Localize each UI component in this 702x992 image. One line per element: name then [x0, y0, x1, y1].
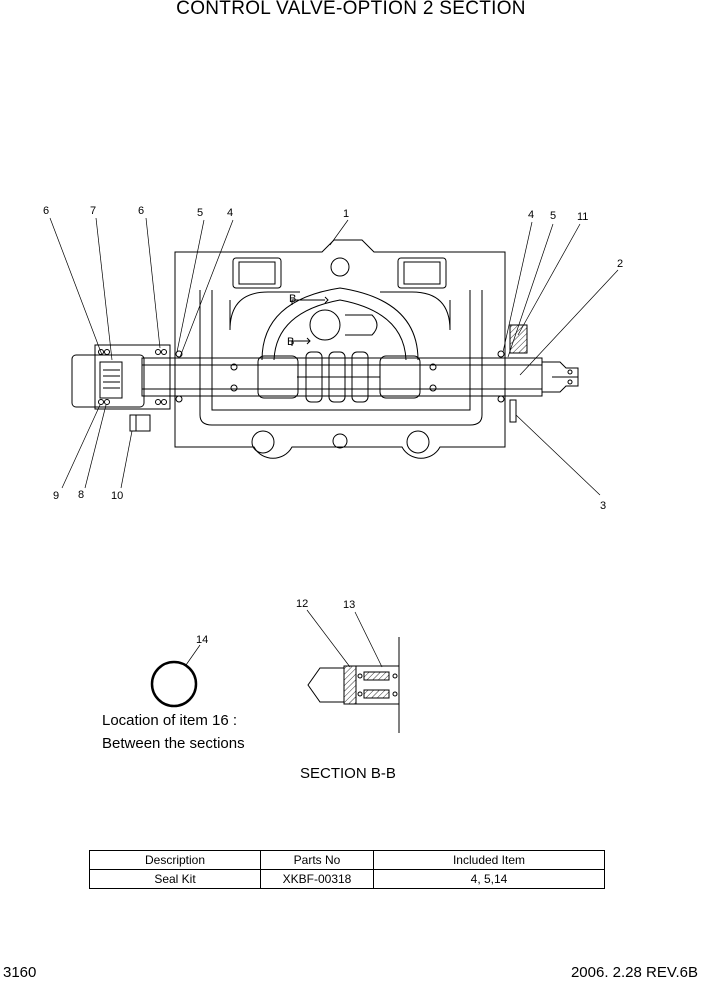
- callout-7: 7: [90, 205, 96, 217]
- callout-3: 3: [600, 500, 606, 512]
- page-number: 3160: [3, 964, 37, 981]
- item-16-note-line2: Between the sections: [102, 735, 245, 752]
- section-line-b: [291, 296, 329, 346]
- plate: [509, 399, 517, 423]
- o-rings: [175, 350, 505, 403]
- spool: [141, 351, 579, 403]
- callout-4-left: 4: [227, 207, 233, 219]
- item-16-note-line1: Location of item 16 :: [102, 712, 238, 729]
- header-parts-no: Parts No: [260, 850, 374, 870]
- callout-numbers: 6 7 6 5 4 1 4 5 11 2 3 9 8 10 12 13 14 B…: [43, 205, 623, 646]
- leader-lines: [49, 217, 619, 668]
- valve-body: [174, 239, 506, 459]
- table-row: Seal Kit XKBF-00318 4, 5,14: [89, 869, 605, 889]
- callout-9: 9: [53, 490, 59, 502]
- cell-included-item: 4, 5,14: [373, 869, 605, 889]
- callout-5-right: 5: [550, 210, 556, 222]
- callout-1: 1: [343, 208, 349, 220]
- callout-5-left: 5: [197, 207, 203, 219]
- wiper-seal: [509, 324, 528, 354]
- section-mark-b-upper: B: [289, 293, 296, 305]
- callout-6-right: 6: [138, 205, 144, 217]
- callout-13: 13: [343, 599, 355, 611]
- section-mark-b-lower: B: [287, 336, 294, 348]
- section-label: SECTION B-B: [300, 765, 396, 782]
- callout-11: 11: [577, 211, 588, 223]
- spring-cap: [71, 344, 171, 432]
- cell-parts-no: XKBF-00318: [260, 869, 374, 889]
- header-description: Description: [89, 850, 261, 870]
- callout-10: 10: [111, 490, 123, 502]
- seal-kit-table: Description Parts No Included Item Seal …: [89, 850, 605, 889]
- page-title: CONTROL VALVE-OPTION 2 SECTION: [176, 0, 526, 19]
- callout-12: 12: [296, 598, 308, 610]
- cell-description: Seal Kit: [89, 869, 261, 889]
- o-ring-14: [150, 660, 198, 708]
- table-header-row: Description Parts No Included Item: [89, 850, 605, 870]
- callout-14: 14: [196, 634, 208, 646]
- callout-6-left: 6: [43, 205, 49, 217]
- callout-8: 8: [78, 489, 84, 501]
- callout-2: 2: [617, 258, 623, 270]
- header-included-item: Included Item: [373, 850, 605, 870]
- revision-date: 2006. 2.28 REV.6B: [570, 964, 698, 981]
- callout-4-right: 4: [528, 209, 534, 221]
- section-b-b-detail: [307, 637, 400, 733]
